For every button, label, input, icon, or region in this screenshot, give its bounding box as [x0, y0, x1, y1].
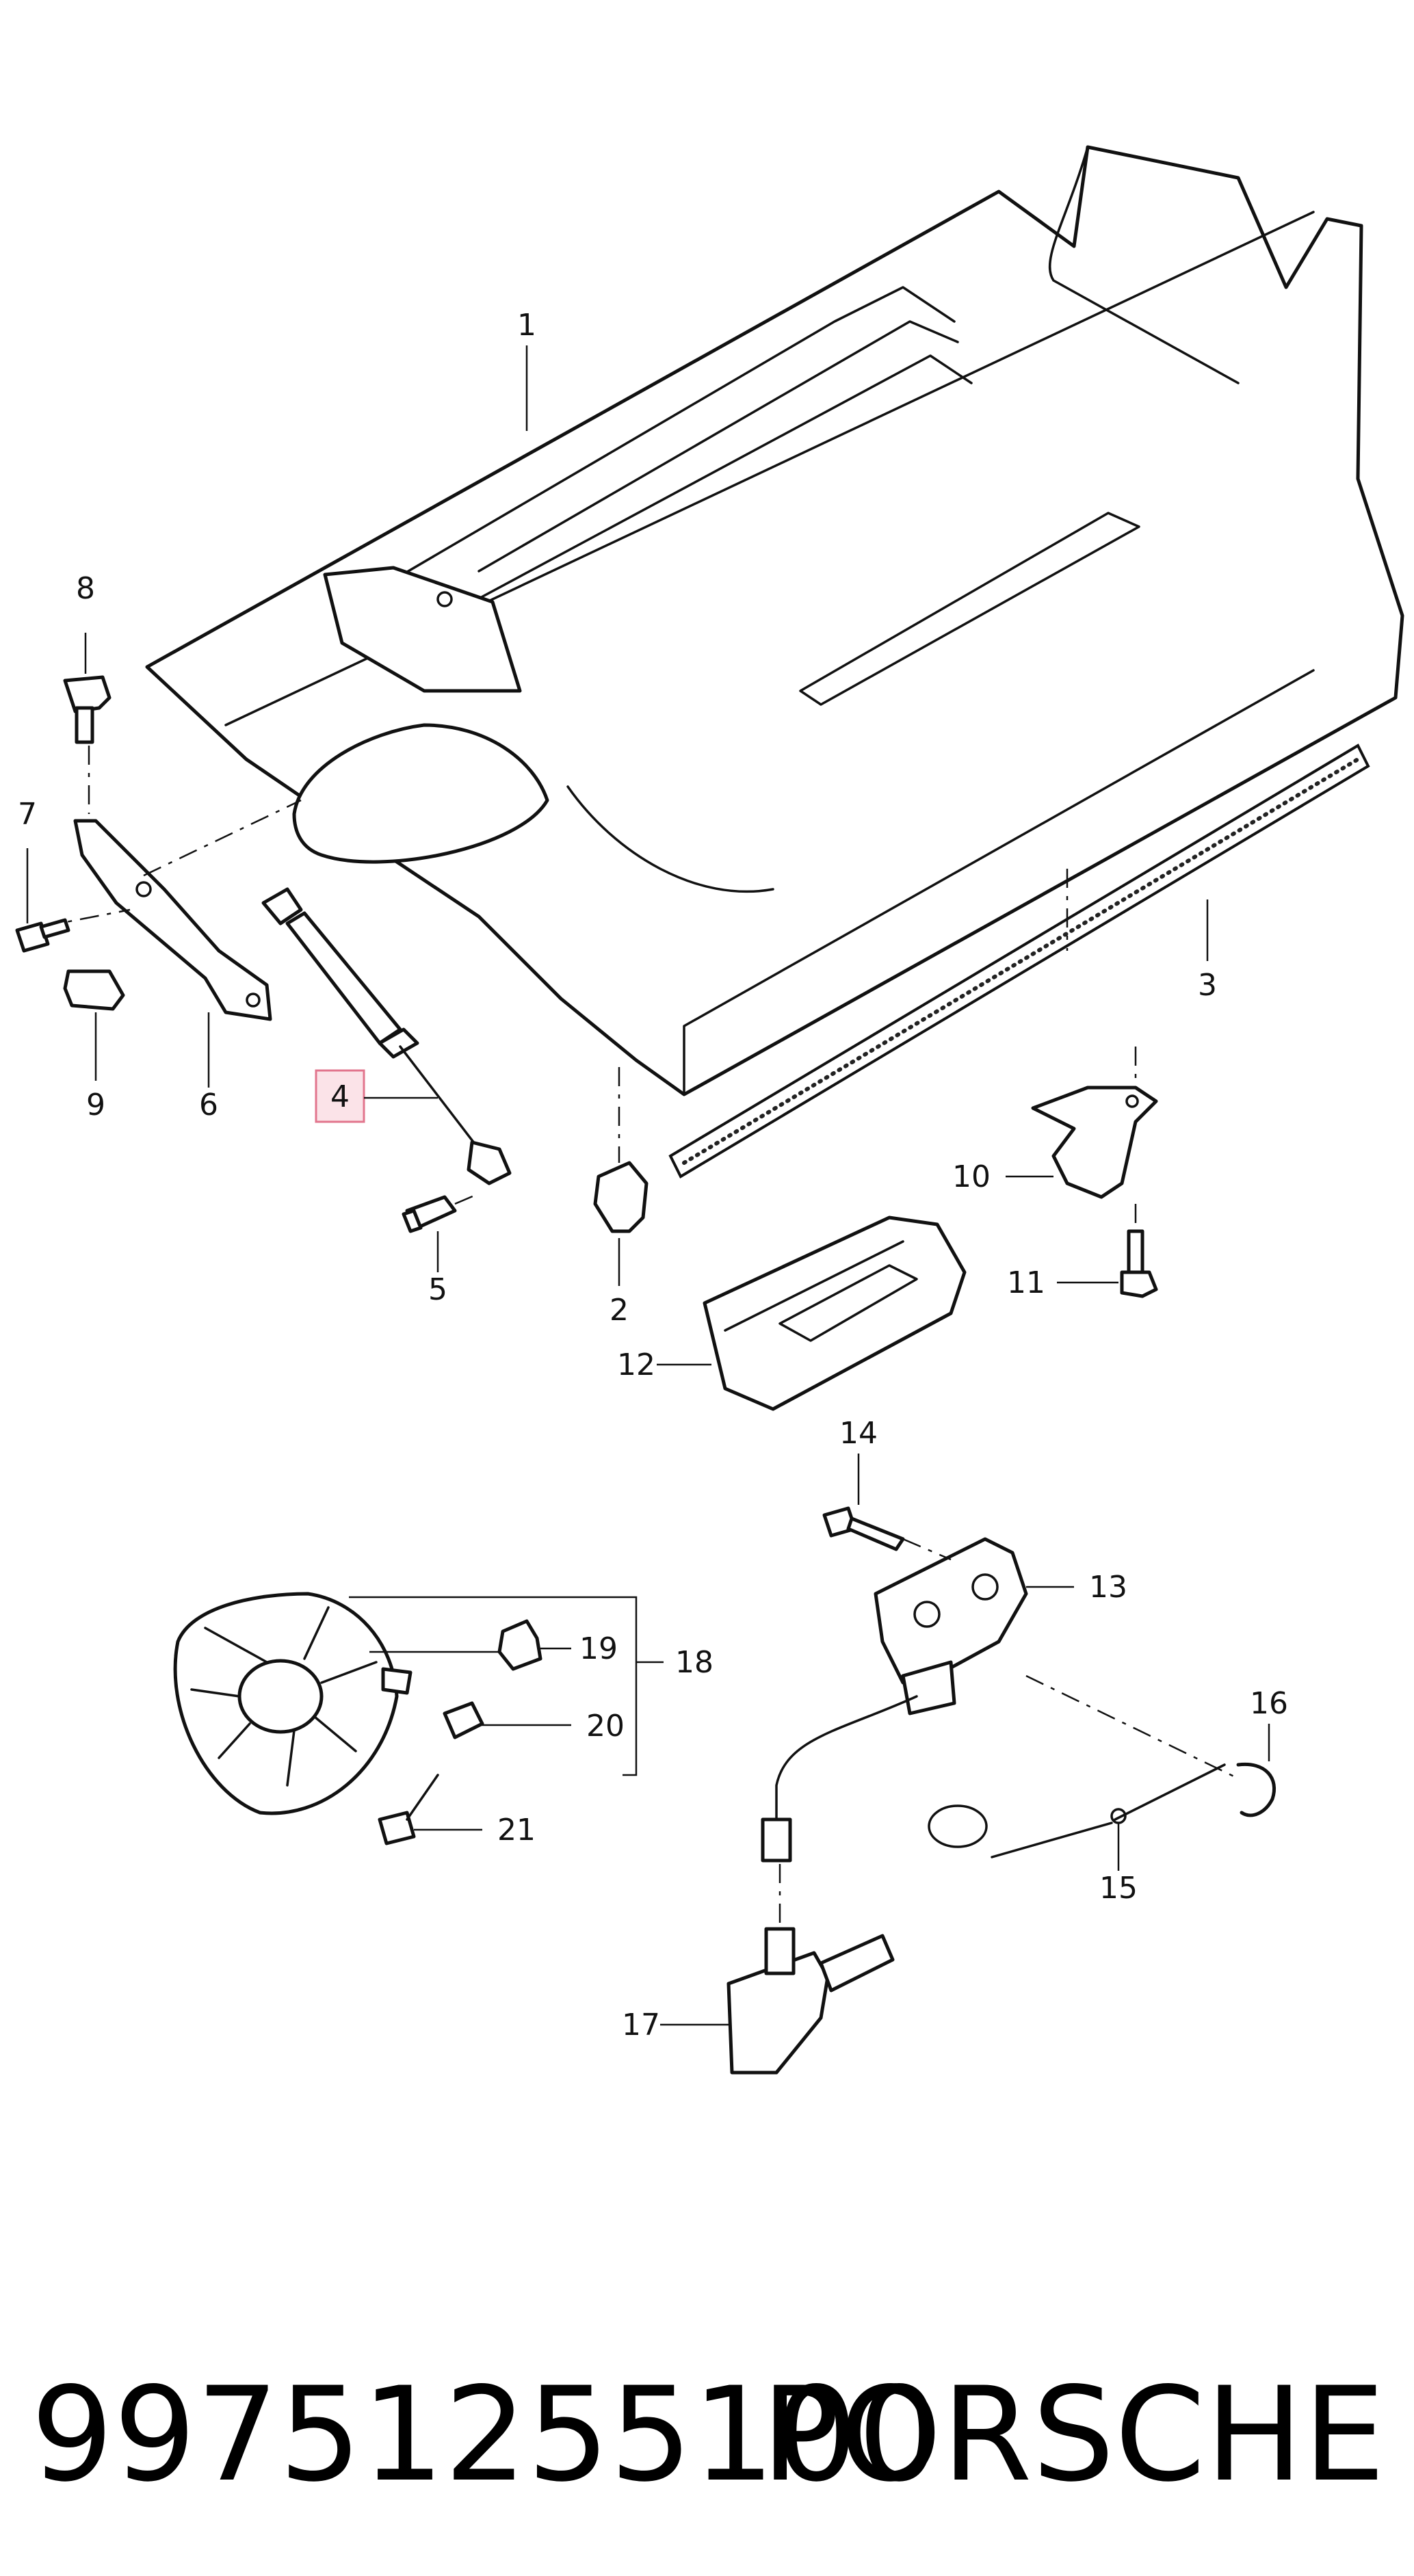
callout-10: 10: [952, 1159, 991, 1194]
callout-16: 16: [1250, 1686, 1288, 1721]
callout-9: 9: [86, 1088, 105, 1122]
bolt-7: [15, 848, 70, 953]
callout-5: 5: [428, 1272, 447, 1307]
release-cable-15: [928, 1763, 1226, 1871]
bushing-19: [497, 1619, 571, 1671]
callout-12: 12: [617, 1348, 655, 1382]
gas-strut: [261, 887, 512, 1185]
screw-8: [63, 633, 112, 744]
callout-4: 4: [330, 1079, 350, 1114]
bolt-11: [1057, 1204, 1158, 1298]
callout-3: 3: [1198, 968, 1217, 1003]
brand-name: PORSCHE: [761, 2359, 1385, 2510]
callout-14: 14: [839, 1416, 878, 1451]
light-housing-12: [657, 1215, 967, 1411]
callout-18: 18: [675, 1645, 713, 1680]
pin-5: [402, 1192, 480, 1272]
callout-20: 20: [586, 1709, 625, 1744]
callout-17: 17: [622, 2008, 660, 2042]
callout-15: 15: [1099, 1871, 1138, 1906]
bolt-21: [378, 1774, 482, 1845]
callout-2: 2: [610, 1293, 629, 1328]
engine-lid: [145, 145, 1404, 1096]
seal-strip: [668, 744, 1370, 1179]
hinge-bracket: [40, 746, 302, 1088]
callout-19: 19: [579, 1631, 618, 1666]
grommet-20: [443, 1701, 571, 1739]
callout-11: 11: [1007, 1265, 1045, 1300]
fan-assembly-18: [173, 1592, 664, 1815]
bolt-14: [822, 1454, 952, 1561]
callout-7: 7: [18, 797, 37, 832]
callout-21: 21: [497, 1813, 536, 1848]
cap-9: [63, 969, 125, 1081]
callout-8: 8: [76, 571, 95, 606]
bump-stop-2: [593, 1067, 649, 1286]
striker-bracket-10: [1006, 1047, 1158, 1199]
highlight-box-4: [315, 1069, 365, 1123]
latch-lock-13: [874, 1537, 1239, 1780]
clip-16: [1236, 1724, 1276, 1817]
callout-13: 13: [1089, 1570, 1127, 1605]
callout-1: 1: [517, 308, 536, 343]
part-number: 99751255100: [31, 2359, 941, 2510]
callout-6: 6: [199, 1088, 218, 1122]
cable-assembly: [660, 1695, 918, 2075]
